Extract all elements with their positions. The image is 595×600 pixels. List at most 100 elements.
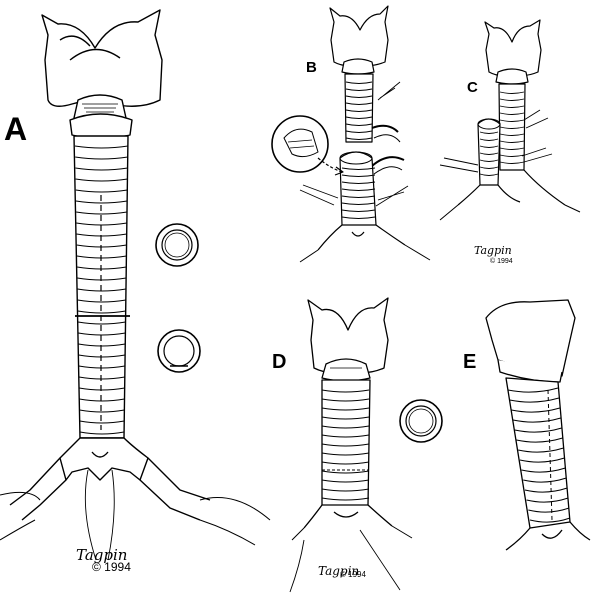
cartilage-ring xyxy=(519,457,565,463)
cartilage-ring xyxy=(341,174,376,177)
panel-a-cartilage-rings xyxy=(74,145,129,435)
cartilage-ring xyxy=(521,467,566,473)
cartilage-ring xyxy=(499,112,525,115)
cartilage-ring xyxy=(321,425,370,429)
cartilage-ring xyxy=(479,152,499,155)
panel-b-magnified-inset xyxy=(271,115,329,173)
cartilage-ring xyxy=(499,91,525,94)
panel-b-thyroid-cartilage xyxy=(329,5,389,67)
cartilage-ring xyxy=(321,416,370,420)
cartilage-ring xyxy=(79,387,125,391)
cartilage-ring xyxy=(77,299,126,303)
cartilage-ring xyxy=(75,200,128,204)
panel-d-label: D xyxy=(272,351,286,373)
cartilage-ring xyxy=(345,81,373,84)
cartilage-ring xyxy=(321,434,370,438)
cartilage-ring xyxy=(345,109,373,112)
panel-d xyxy=(289,297,443,593)
cartilage-ring xyxy=(509,397,560,403)
cartilage-ring xyxy=(75,178,128,182)
panel-a-thyroid-cartilage xyxy=(41,9,163,107)
panel-a xyxy=(0,9,271,561)
cartilage-ring xyxy=(321,452,370,456)
panel-e xyxy=(485,299,591,551)
panel-c xyxy=(439,19,581,221)
cartilage-ring xyxy=(341,202,376,205)
panel-c-label: C xyxy=(467,79,478,96)
panel-b-label: B xyxy=(306,59,317,76)
cartilage-ring xyxy=(79,409,125,413)
panel-a-carina xyxy=(59,437,149,481)
cartilage-ring xyxy=(499,154,525,157)
panel-b-arrow xyxy=(317,157,343,173)
cartilage-ring xyxy=(78,354,126,358)
cartilage-ring xyxy=(341,188,376,191)
panel-e-label: E xyxy=(463,351,476,373)
cartilage-ring xyxy=(321,470,370,474)
cartilage-ring xyxy=(76,222,128,226)
cartilage-ring xyxy=(479,138,499,141)
panel-d-cross-section xyxy=(399,399,443,443)
panel-d-trachea xyxy=(321,379,371,506)
cartilage-ring xyxy=(345,137,373,140)
cartilage-ring xyxy=(321,497,370,501)
cartilage-ring xyxy=(78,343,126,347)
cartilage-ring xyxy=(526,497,569,503)
panel-e-trachea xyxy=(505,377,571,529)
cartilage-ring xyxy=(77,288,127,292)
cartilage-ring xyxy=(341,195,376,198)
cartilage-ring xyxy=(523,477,567,483)
cartilage-ring xyxy=(321,479,370,483)
cartilage-ring xyxy=(529,517,571,523)
panel-a-copyright: © 1994 xyxy=(92,560,131,574)
cartilage-ring xyxy=(77,277,127,281)
cartilage-ring xyxy=(341,167,376,170)
panel-c-proximal-trachea xyxy=(498,83,526,171)
cartilage-ring xyxy=(76,211,128,215)
cartilage-ring xyxy=(479,166,499,169)
panel-a-left-bronchus xyxy=(9,457,67,521)
cartilage-ring xyxy=(499,147,525,150)
cartilage-ring xyxy=(79,431,125,435)
panel-b xyxy=(271,5,431,263)
cartilage-ring xyxy=(341,209,376,212)
cartilage-ring xyxy=(341,216,376,219)
cartilage-ring xyxy=(524,487,568,493)
cartilage-ring xyxy=(74,145,129,149)
cartilage-ring xyxy=(507,387,559,393)
cartilage-ring xyxy=(75,189,128,193)
cartilage-ring xyxy=(499,105,525,108)
panel-d-copyright: © 1994 xyxy=(340,570,366,579)
cartilage-ring xyxy=(499,140,525,143)
cartilage-ring xyxy=(345,95,373,98)
cartilage-ring xyxy=(321,461,370,465)
cartilage-ring xyxy=(78,365,126,369)
panel-c-signature: Tagpin xyxy=(474,244,512,257)
panel-e-suture-line xyxy=(547,389,553,521)
cartilage-ring xyxy=(479,131,499,134)
cartilage-ring xyxy=(79,398,125,402)
cartilage-ring xyxy=(528,507,570,513)
cartilage-ring xyxy=(76,255,127,259)
cartilage-ring xyxy=(345,123,373,126)
cartilage-ring xyxy=(479,159,499,162)
cartilage-ring xyxy=(75,156,128,160)
cartilage-ring xyxy=(345,116,373,119)
cartilage-ring xyxy=(345,88,373,91)
cartilage-ring xyxy=(78,332,126,336)
cartilage-ring xyxy=(499,126,525,129)
panel-c-thyroid-cartilage xyxy=(484,19,542,77)
cartilage-ring xyxy=(77,266,127,270)
panel-b-distal-trachea xyxy=(339,151,377,226)
cartilage-ring xyxy=(499,119,525,122)
panel-a-cross-section-upper xyxy=(155,223,199,267)
cartilage-ring xyxy=(321,407,370,411)
cartilage-ring xyxy=(345,102,373,105)
cartilage-ring xyxy=(78,376,125,380)
panel-c-copyright: © 1994 xyxy=(490,257,513,265)
panel-a-label: A xyxy=(4,111,27,147)
cartilage-ring xyxy=(77,321,126,325)
cartilage-ring xyxy=(76,244,127,248)
cartilage-ring xyxy=(518,447,564,453)
